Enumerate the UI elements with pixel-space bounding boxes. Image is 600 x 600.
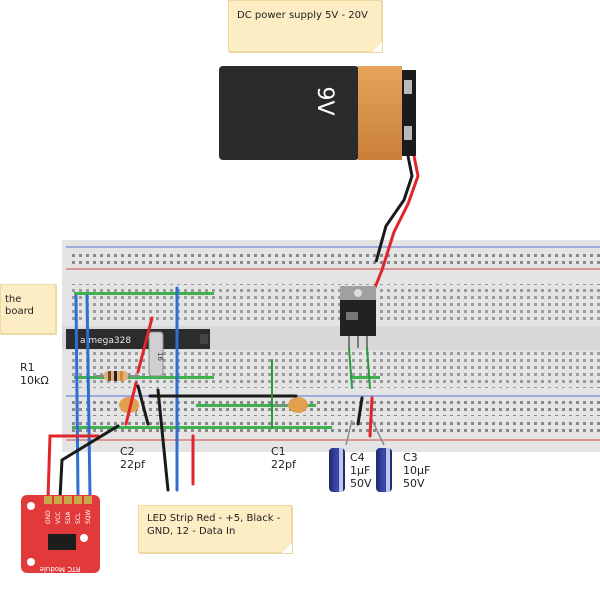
capacitor-c2 [119, 397, 139, 416]
c1-name: C1 [271, 445, 286, 458]
crystal [148, 331, 164, 377]
c3-value: 10μF [403, 464, 431, 477]
resistor-r1 [96, 371, 140, 381]
battery-label: 9V [312, 86, 337, 115]
c1-value: 22pf [271, 458, 296, 471]
battery-wires [372, 155, 420, 291]
breadboard [62, 240, 600, 452]
c3-name: C3 [403, 451, 418, 464]
r1-name: R1 [20, 361, 35, 374]
breadboard-wires [46, 286, 374, 500]
voltage-regulator [340, 286, 376, 348]
breadboard-note-line-2: board [5, 306, 34, 317]
connected-holes [72, 292, 380, 429]
rtc-pin-label: SDA [65, 511, 72, 524]
c3-voltage: 50V [403, 477, 425, 490]
led-strip-note: LED Strip Red - +5, Black - GND, 12 - Da… [138, 505, 292, 553]
capacitor-c4 [329, 419, 353, 492]
power-supply-note: DC power supply 5V - 20V [228, 0, 382, 52]
c4-value: 1μF [350, 464, 371, 477]
chip-label: a mega328 [80, 336, 131, 346]
breadboard-note: the board [0, 284, 56, 334]
c2-name: C2 [120, 445, 135, 458]
battery-9v [219, 66, 416, 160]
power-supply-note-text: DC power supply 5V - 20V [237, 10, 368, 21]
crystal-label: 16 [156, 352, 164, 361]
breadboard-note-line-1: the [5, 294, 22, 305]
led-strip-note-text: LED Strip Red - +5, Black - GND, 12 - Da… [147, 513, 281, 537]
c2-value: 22pf [120, 458, 145, 471]
atmega-chip [66, 329, 210, 349]
c4-voltage: 50V [350, 477, 372, 490]
rtc-pin-label: SQW [85, 509, 92, 524]
rtc-module [21, 495, 100, 573]
rtc-pin-labels: GND VCC SDA SCL SQW [45, 509, 92, 524]
r1-value: 10kΩ [20, 374, 49, 387]
capacitor-c3 [371, 419, 392, 492]
rtc-title: RTC Module [40, 565, 81, 573]
rtc-pin-label: VCC [55, 512, 62, 524]
c4-name: C4 [350, 451, 365, 464]
rtc-pin-label: SCL [75, 512, 82, 524]
capacitor-c1 [274, 397, 308, 413]
rtc-pin-label: GND [45, 510, 52, 524]
